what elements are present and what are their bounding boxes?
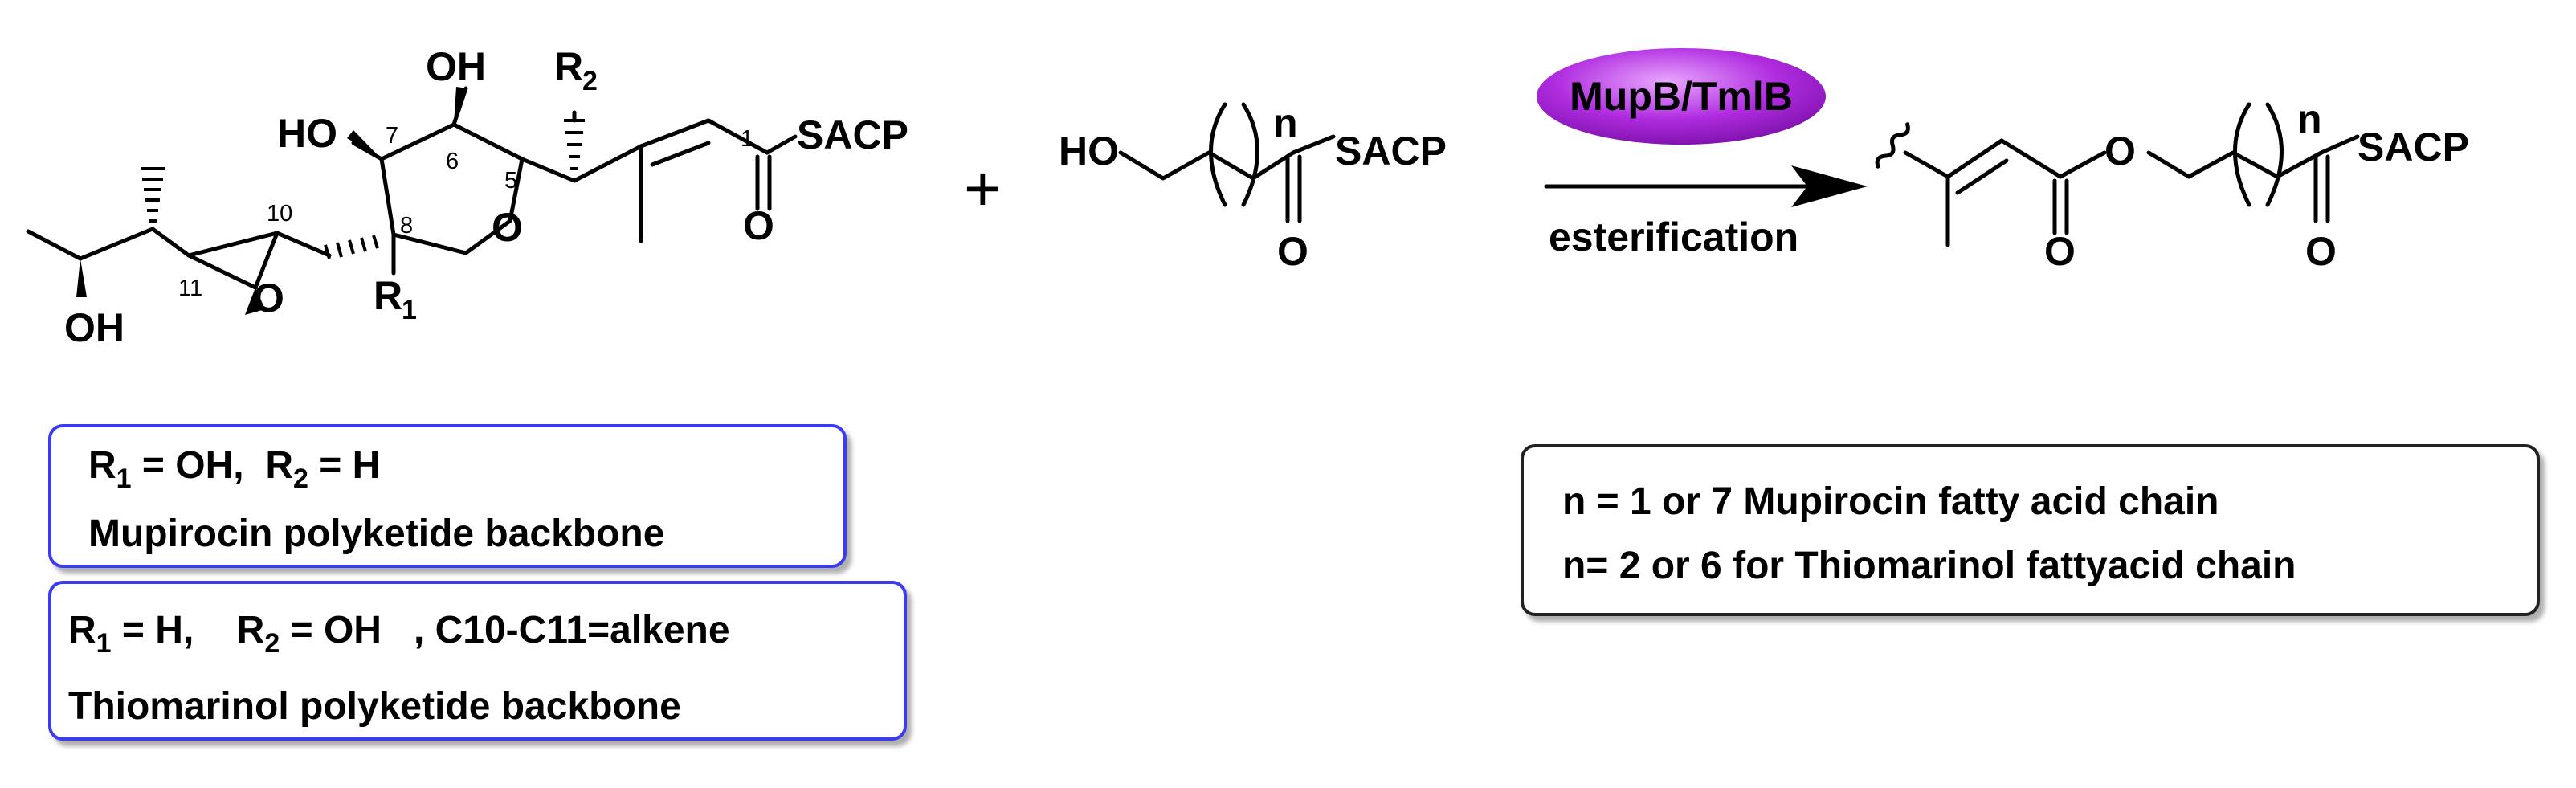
reactant1-bonds — [26, 86, 798, 315]
carbon-number-5: 5 — [504, 168, 517, 194]
reactant2-n-label: n — [1273, 100, 1298, 145]
thiomarinol-backbone-title: Thiomarinol polyketide backbone — [68, 685, 681, 728]
reaction-arrow-group: MupB/TmlB esterification — [1537, 48, 1868, 259]
svg-text:1: 1 — [402, 295, 417, 325]
ester-oxygen-label: O — [2104, 129, 2136, 174]
thiomarinol-box: R1 = H, R2 = OH , C10-C11=alkene Thiomar… — [48, 581, 907, 741]
enzyme-label: MupB/TmlB — [1570, 74, 1793, 119]
carbonyl-oxygen-label: O — [743, 203, 774, 248]
carbon-number-7: 7 — [386, 123, 398, 149]
product-carbonyl-oxygen-2: O — [2305, 229, 2337, 274]
chain-box: n = 1 or 7 Mupirocin fatty acid chain n=… — [1521, 444, 2540, 616]
oh-bottom-label: OH — [64, 305, 125, 350]
epoxide-oxygen-label: O — [253, 276, 284, 321]
svg-text:R: R — [374, 273, 402, 318]
mupirocin-r-values: R1 = OH, R2 = H — [88, 444, 380, 494]
reactant2-ho-label: HO — [1059, 129, 1119, 174]
carbon-number-6: 6 — [446, 149, 459, 174]
r1-label: R 1 — [374, 273, 417, 325]
reactant2-structure: HO n SACP O — [1059, 100, 1447, 274]
oh-top-label: OH — [426, 44, 486, 89]
carbon-number-11: 11 — [178, 276, 202, 301]
mupirocin-box: R1 = OH, R2 = H Mupirocin polyketide bac… — [48, 424, 847, 568]
carbon-number-10: 10 — [267, 201, 292, 227]
sacp-label: SACP — [797, 112, 908, 157]
carbon-number-8: 8 — [400, 213, 413, 239]
mupirocin-backbone-title: Mupirocin polyketide backbone — [88, 512, 664, 555]
reactant2-sacp-label: SACP — [1335, 129, 1447, 174]
svg-text:2: 2 — [582, 66, 598, 96]
plus-sign: + — [964, 153, 1002, 224]
r2-label: R 2 — [554, 44, 598, 96]
reactant2-carbonyl-oxygen-label: O — [1277, 229, 1308, 274]
thiomarinol-r-values: R1 = H, R2 = OH , C10-C11=alkene — [68, 609, 730, 659]
ring-oxygen-label: O — [492, 205, 523, 250]
chain-line-1: n = 1 or 7 Mupirocin fatty acid chain — [1562, 480, 2219, 523]
product-n-label: n — [2297, 96, 2322, 141]
esterification-label: esterification — [1549, 214, 1798, 259]
reactant1-structure: OH HO R 2 R 1 O O OH O SACP 1 5 6 7 8 10… — [26, 44, 908, 350]
carbon-number-1: 1 — [741, 126, 753, 152]
product-carbonyl-oxygen-1: O — [2044, 229, 2076, 274]
ho-left-label: HO — [277, 111, 337, 156]
product-structure: O O O n SACP — [1875, 96, 2469, 274]
chain-line-2: n= 2 or 6 for Thiomarinol fattyacid chai… — [1562, 545, 2296, 587]
product-sacp-label: SACP — [2358, 125, 2469, 169]
arrow-head — [1791, 165, 1868, 207]
enzyme-ellipse — [1537, 48, 1826, 145]
svg-text:R: R — [554, 44, 583, 89]
